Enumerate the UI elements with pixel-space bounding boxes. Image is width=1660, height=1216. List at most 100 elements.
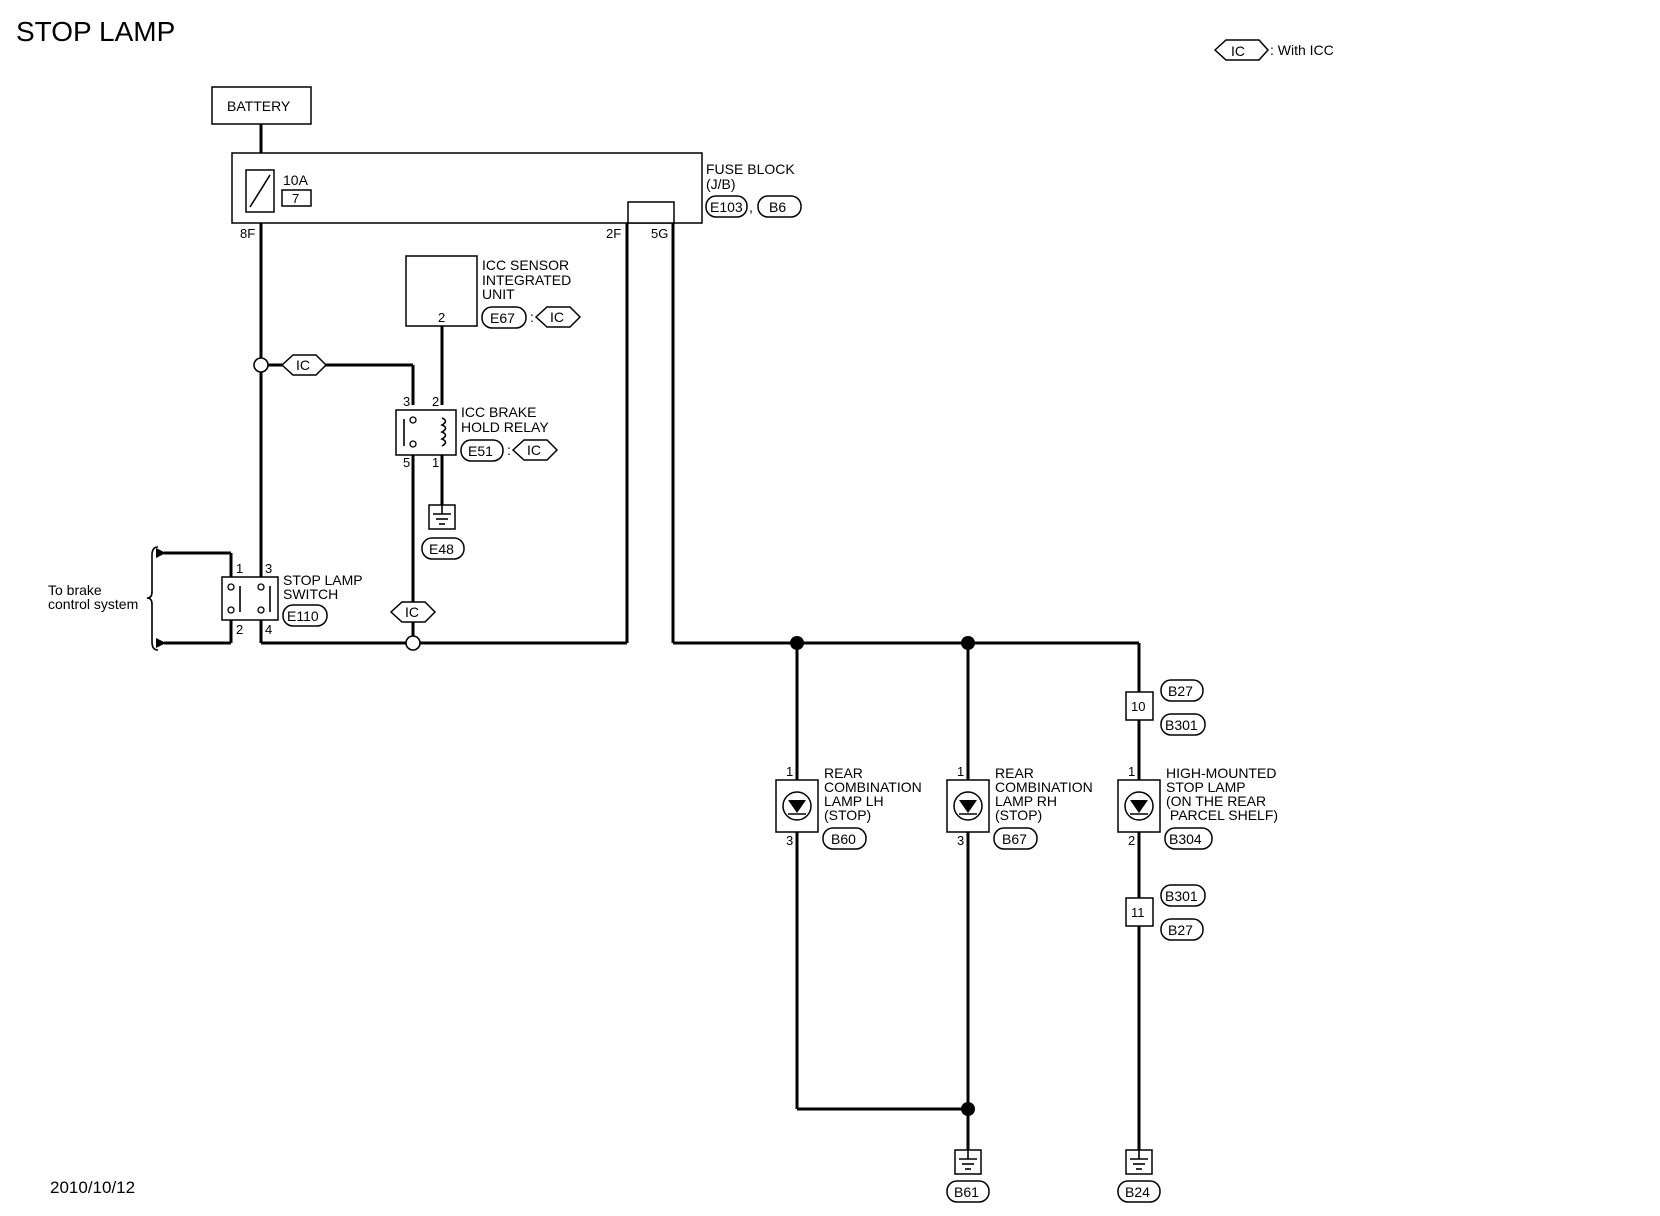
switch-pin-1: 1 (236, 561, 243, 576)
icc-sensor-connector: E67 (490, 310, 515, 326)
relay-colon: : (507, 442, 511, 458)
junction-connector-lower: 11 B301 B27 (1125, 884, 1206, 941)
lamp-lh-label-3: LAMP LH (824, 793, 884, 809)
lamp-rh-label-1: REAR (995, 765, 1034, 781)
lamp-lh-label-4: (STOP) (824, 807, 871, 823)
fuse-number: 7 (292, 191, 299, 206)
icc-sensor-code: IC (550, 309, 564, 325)
icc-sensor-label-2: INTEGRATED (482, 272, 571, 288)
pin-2f: 2F (606, 226, 621, 241)
junction-lower-pin: 11 (1131, 905, 1145, 920)
pin-5g: 5G (651, 226, 668, 241)
lamp-rh-label-2: COMBINATION (995, 779, 1093, 795)
lamp-high-label-4: PARCEL SHELF) (1166, 807, 1278, 823)
splice-top (253, 357, 269, 373)
lamp-rh-connector-tag (993, 827, 1038, 850)
lamp-rh-label-3: LAMP RH (995, 793, 1057, 809)
junction-upper-pin: 10 (1131, 699, 1145, 714)
fuse-block-label-1: FUSE BLOCK (706, 161, 795, 177)
relay-pin-2: 2 (432, 394, 439, 409)
splice-top-code: IC (296, 357, 310, 373)
lamp-high-label-3: (ON THE REAR (1166, 793, 1266, 809)
pin-8f: 8F (240, 226, 255, 241)
switch-contact-1 (227, 583, 235, 591)
junction-lower-top-connector: B301 (1165, 888, 1198, 904)
icc-sensor-unit: 2 ICC SENSOR INTEGRATED UNIT E67 : IC (405, 255, 582, 329)
high-mounted-stop-lamp: 1 2 HIGH-MOUNTED STOP LAMP (ON THE REAR … (1117, 764, 1278, 850)
switch-pin-4: 4 (265, 622, 272, 637)
junction-lower-top-tag (1160, 884, 1206, 907)
icc-sensor-colon: : (530, 309, 534, 325)
fuse-block-connector-1: E103 (710, 199, 743, 215)
junction-dot-ground (961, 1102, 975, 1116)
legend: IC : With ICC (1213, 39, 1334, 61)
relay-coil (440, 417, 447, 447)
icc-sensor-box (405, 255, 478, 327)
splice-bottom-code: IC (405, 604, 419, 620)
splice-bottom (405, 635, 421, 651)
switch-pin-2: 2 (236, 622, 243, 637)
lamp-lh-diode (788, 800, 806, 813)
fuse-block-connector-1-tag (705, 195, 748, 218)
lamp-high-pin-top: 1 (1128, 764, 1135, 779)
junction-upper-top-tag (1160, 679, 1204, 702)
relay-label-1: ICC BRAKE (461, 404, 536, 420)
relay-connector: E51 (468, 443, 493, 459)
fuse-block-box (231, 152, 703, 224)
fuse-rating: 10A (283, 172, 309, 188)
icc-sensor-code-tag (534, 306, 582, 328)
relay-pin-1: 1 (432, 455, 439, 470)
ground-e48-connector: E48 (429, 541, 454, 557)
lamp-rh-diode (959, 800, 977, 813)
switch-contact-4 (257, 606, 265, 614)
fuse-block-connector-sep: , (749, 199, 753, 215)
ground-b61-connector-tag (946, 1180, 990, 1203)
switch-connector: E110 (287, 608, 319, 624)
brake-control-note: To brake control system (48, 546, 159, 651)
splice-bottom-code-tag (389, 601, 437, 623)
lamp-high-label-1: HIGH-MOUNTED (1166, 765, 1276, 781)
ground-b24: B24 (1117, 1149, 1161, 1203)
junction-upper-top-connector: B27 (1168, 683, 1193, 699)
relay-connector-tag (460, 439, 504, 462)
diagram-date: 2010/10/12 (50, 1178, 135, 1197)
relay-pin-5: 5 (403, 455, 410, 470)
rear-combination-lamp-rh: 1 3 REAR COMBINATION LAMP RH (STOP) B67 (946, 764, 1093, 850)
lamp-rh-connector: B67 (1002, 831, 1027, 847)
switch-connector-tag (282, 604, 328, 627)
rear-combination-lamp-lh: 1 3 REAR COMBINATION LAMP LH (STOP) B60 (775, 764, 922, 850)
ground-e48-connector-tag (421, 537, 465, 560)
junction-upper-bottom-tag (1160, 713, 1206, 736)
icc-sensor-connector-tag (481, 306, 527, 329)
lamp-lh-connector-tag (822, 827, 867, 850)
relay-label-2: HOLD RELAY (461, 419, 549, 435)
lamp-high-label-2: STOP LAMP (1166, 779, 1246, 795)
wires (156, 124, 1141, 1150)
lamp-rh-label-4: (STOP) (995, 807, 1042, 823)
brake-note-line-2: control system (48, 596, 138, 612)
battery-box (211, 86, 312, 125)
lamp-high-connector-tag (1164, 827, 1213, 850)
lamp-rh-pin-top: 1 (957, 764, 964, 779)
junction-dot-rh (961, 636, 975, 650)
switch-contact-2 (227, 606, 235, 614)
junction-upper-bottom-connector: B301 (1165, 717, 1198, 733)
junction-connector-upper: 10 B27 B301 (1125, 679, 1206, 736)
legend-code: IC (1231, 43, 1245, 59)
lamp-rh-pin-bottom: 3 (957, 833, 964, 848)
ground-e48: E48 (421, 504, 465, 560)
lamp-high-connector: B304 (1169, 831, 1202, 847)
relay-contact-top (409, 416, 417, 424)
lamp-high-diode (1130, 800, 1148, 813)
legend-text: : With ICC (1270, 42, 1334, 58)
icc-sensor-pin: 2 (438, 310, 445, 325)
lamp-high-pin-bottom: 2 (1128, 833, 1135, 848)
relay-pin-3: 3 (403, 394, 410, 409)
lamp-lh-label-2: COMBINATION (824, 779, 922, 795)
fuse-block-label-2: (J/B) (706, 176, 736, 192)
relay-box (395, 409, 457, 456)
switch-label-1: STOP LAMP (283, 572, 363, 588)
switch-pin-3: 3 (265, 561, 272, 576)
ground-b61-connector: B61 (954, 1184, 979, 1200)
